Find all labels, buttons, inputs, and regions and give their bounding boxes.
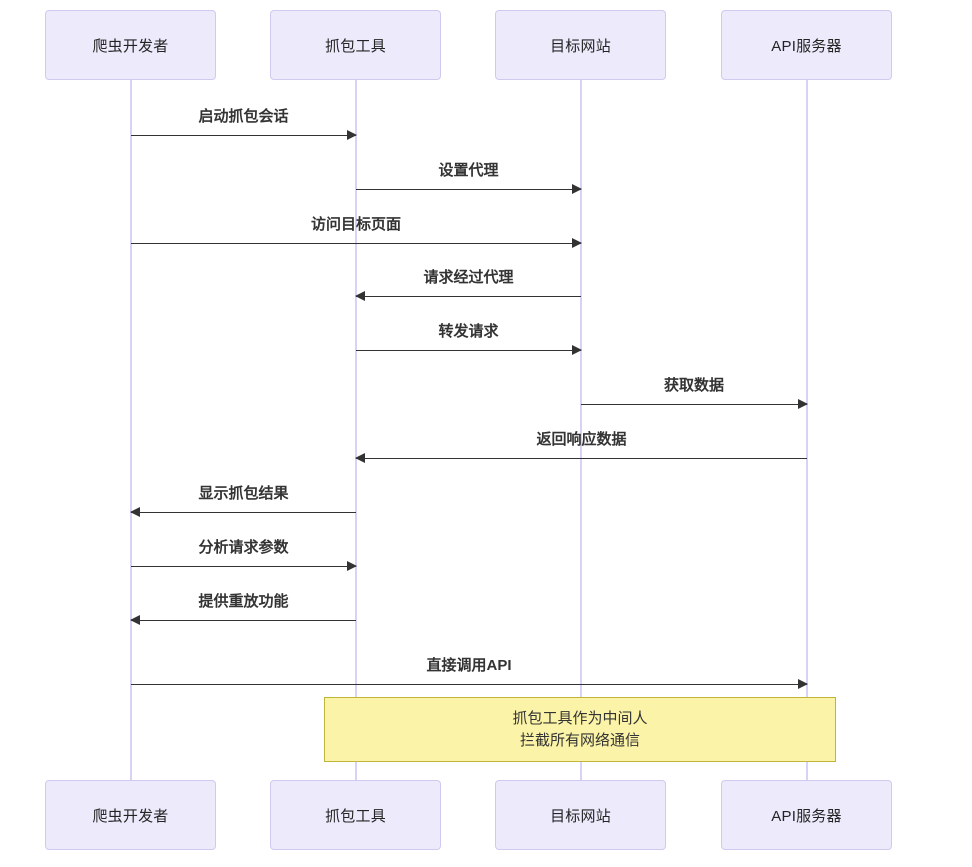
- arrowhead-right-icon: [798, 399, 808, 409]
- participant-label: 目标网站: [550, 37, 611, 55]
- message-line: [131, 243, 581, 244]
- participant-label: 抓包工具: [325, 37, 386, 55]
- message-line: [131, 566, 356, 567]
- note-box: 抓包工具作为中间人拦截所有网络通信: [324, 697, 836, 762]
- message-label: 直接调用API: [426, 657, 512, 674]
- participant-label: 爬虫开发者: [92, 37, 169, 55]
- message-line: [356, 296, 581, 297]
- message-label: 转发请求: [438, 323, 499, 340]
- participant-tool-top[interactable]: 抓包工具: [270, 10, 441, 80]
- arrowhead-left-icon: [130, 615, 140, 625]
- lifeline-site: [580, 80, 582, 780]
- participant-label: 目标网站: [550, 807, 611, 825]
- message-label: 提供重放功能: [198, 593, 289, 610]
- message-label: 设置代理: [438, 162, 499, 179]
- participant-site-top[interactable]: 目标网站: [495, 10, 666, 80]
- arrowhead-right-icon: [347, 561, 357, 571]
- message-line: [581, 404, 807, 405]
- arrowhead-left-icon: [130, 507, 140, 517]
- message-line: [131, 512, 356, 513]
- note-line-1: 抓包工具作为中间人: [512, 709, 648, 727]
- participant-label: 抓包工具: [325, 807, 386, 825]
- message-line: [356, 189, 581, 190]
- lifeline-api: [806, 80, 808, 780]
- arrowhead-right-icon: [347, 130, 357, 140]
- lifeline-dev: [130, 80, 132, 780]
- participant-dev-bottom[interactable]: 爬虫开发者: [45, 780, 216, 850]
- arrowhead-right-icon: [798, 679, 808, 689]
- participant-label: API服务器: [771, 37, 842, 55]
- note-line-2: 拦截所有网络通信: [519, 731, 640, 749]
- participant-tool-bottom[interactable]: 抓包工具: [270, 780, 441, 850]
- participant-dev-top[interactable]: 爬虫开发者: [45, 10, 216, 80]
- participant-label: 爬虫开发者: [92, 807, 169, 825]
- message-line: [131, 135, 356, 136]
- message-label: 获取数据: [663, 377, 724, 394]
- message-label: 分析请求参数: [198, 539, 289, 556]
- arrowhead-right-icon: [572, 184, 582, 194]
- arrowhead-right-icon: [572, 238, 582, 248]
- participant-site-bottom[interactable]: 目标网站: [495, 780, 666, 850]
- message-line: [356, 350, 581, 351]
- participant-api-bottom[interactable]: API服务器: [721, 780, 892, 850]
- message-line: [356, 458, 807, 459]
- arrowhead-left-icon: [355, 291, 365, 301]
- message-label: 返回响应数据: [536, 431, 627, 448]
- participant-api-top[interactable]: API服务器: [721, 10, 892, 80]
- arrowhead-right-icon: [572, 345, 582, 355]
- message-line: [131, 620, 356, 621]
- message-label: 请求经过代理: [423, 269, 514, 286]
- lifeline-tool: [355, 80, 357, 780]
- message-label: 启动抓包会话: [198, 108, 289, 125]
- participant-label: API服务器: [771, 807, 842, 825]
- message-label: 显示抓包结果: [198, 485, 289, 502]
- message-line: [131, 684, 807, 685]
- arrowhead-left-icon: [355, 453, 365, 463]
- message-label: 访问目标页面: [310, 216, 401, 233]
